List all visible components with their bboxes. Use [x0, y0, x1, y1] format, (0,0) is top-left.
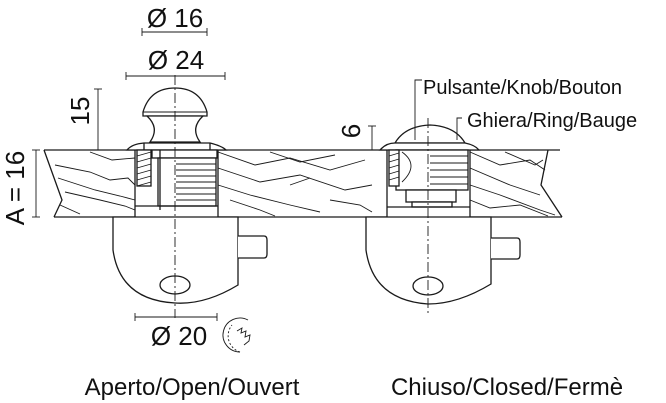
ring-closed [378, 142, 481, 151]
ring-open [125, 142, 228, 151]
open-assembly [112, 75, 268, 318]
wood-panel [43, 149, 563, 218]
knob-closed [393, 124, 467, 144]
closed-assembly [365, 118, 521, 316]
lock-body-closed [365, 216, 492, 305]
dimension-lines [32, 28, 462, 321]
dim-ring-diameter: Ø 24 [148, 45, 204, 75]
wood-grain [54, 151, 556, 217]
caption-closed: Chiuso/Closed/Fermè [391, 374, 623, 401]
lock-body-open [112, 216, 239, 304]
dim-knob-height-open: 15 [65, 97, 95, 126]
caption-open: Aperto/Open/Ouvert [85, 374, 300, 401]
dim-hole-diameter: Ø 20 [151, 321, 207, 351]
callout-knob: Pulsante/Knob/Bouton [423, 77, 622, 99]
dim-thickness: A = 16 [0, 151, 30, 225]
callout-ring: Ghiera/Ring/Bauge [467, 110, 637, 132]
dim-knob-diameter: Ø 16 [147, 3, 203, 33]
dim-knob-height-closed: 6 [336, 124, 366, 138]
hole-saw-icon [222, 317, 251, 353]
